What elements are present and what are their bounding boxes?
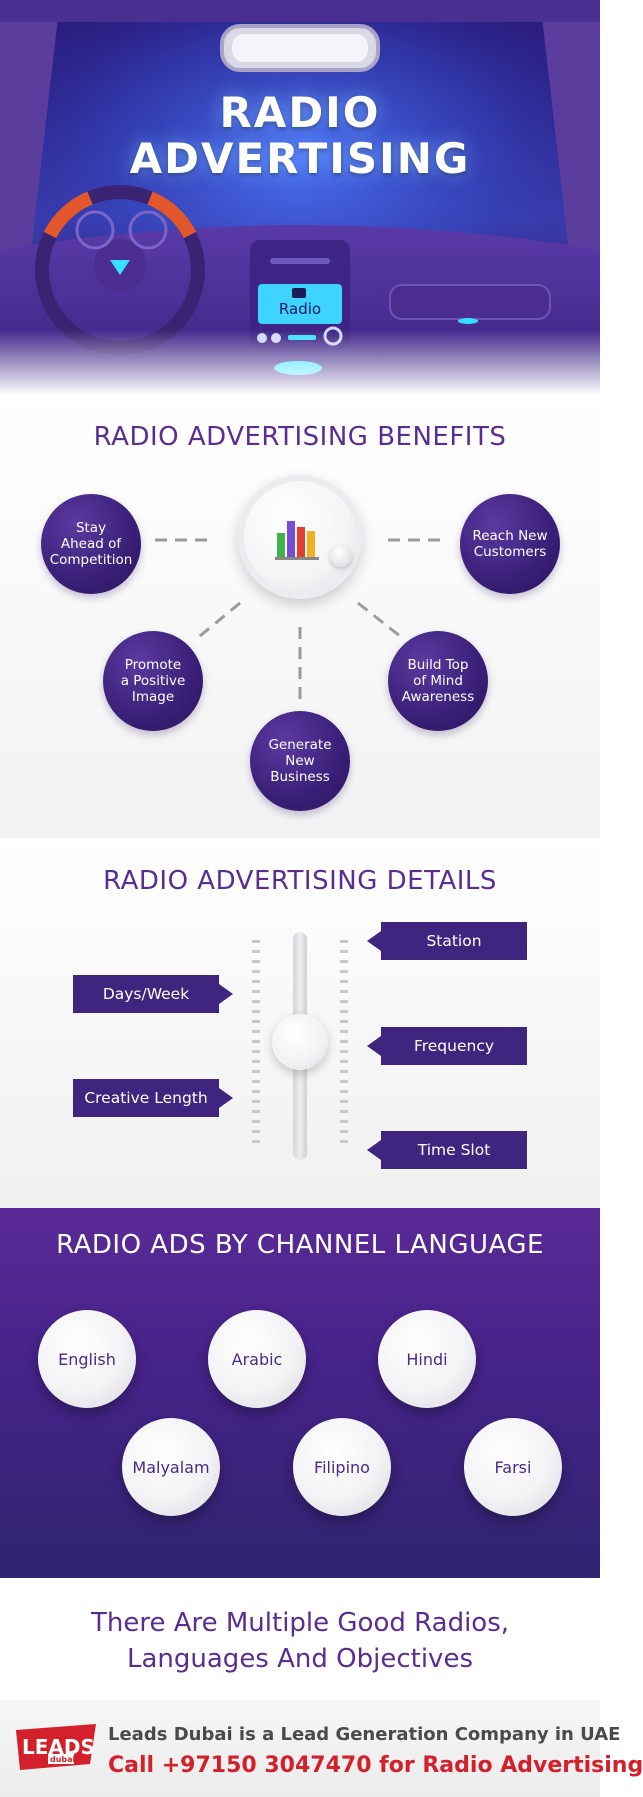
orb-knob bbox=[330, 545, 352, 567]
language-farsi: Farsi bbox=[464, 1418, 562, 1516]
benefit-reach-new-customers: Reach New Customers bbox=[460, 494, 560, 594]
slider-knob bbox=[272, 1014, 328, 1070]
benefit-label: Stay Ahead of Competition bbox=[49, 520, 133, 568]
benefit-label: Reach New Customers bbox=[472, 528, 548, 560]
hero-banner: RADIO ADVERTISING Radio bbox=[0, 0, 600, 395]
benefit-stay-ahead: Stay Ahead of Competition bbox=[41, 494, 141, 594]
bar-chart-icon bbox=[275, 521, 319, 560]
language-malyalam: Malyalam bbox=[122, 1418, 220, 1516]
slider-ticks-left bbox=[252, 940, 260, 1152]
language-arabic: Arabic bbox=[208, 1310, 306, 1408]
language-filipino: Filipino bbox=[293, 1418, 391, 1516]
logo-small-text: dubai bbox=[50, 1755, 76, 1764]
hero-title-line1: RADIO bbox=[219, 88, 381, 137]
benefits-connectors bbox=[155, 538, 448, 700]
benefits-title: RADIO ADVERTISING BENEFITS bbox=[93, 422, 507, 452]
slider-ticks-right bbox=[340, 940, 348, 1152]
languages-title: RADIO ADS BY CHANNEL LANGUAGE bbox=[56, 1230, 544, 1260]
tag-station: Station bbox=[367, 922, 527, 960]
tagline-line1: There Are Multiple Good Radios, bbox=[90, 1608, 510, 1638]
tagline-section: There Are Multiple Good Radios, Language… bbox=[0, 1578, 600, 1700]
benefit-top-of-mind: Build Top of Mind Awareness bbox=[388, 631, 488, 731]
benefit-label: Build Top of Mind Awareness bbox=[401, 657, 475, 705]
language-english: English bbox=[38, 1310, 136, 1408]
benefit-promote-image: Promote a Positive Image bbox=[103, 631, 203, 731]
footer bbox=[0, 1700, 600, 1797]
benefit-label: Promote a Positive Image bbox=[120, 657, 186, 705]
leads-dubai-logo: LEADS dubai bbox=[16, 1724, 96, 1770]
tag-time-slot: Time Slot bbox=[367, 1131, 527, 1169]
language-hindi: Hindi bbox=[378, 1310, 476, 1408]
benefit-label: Generate New Business bbox=[268, 737, 332, 785]
languages-section: RADIO ADS BY CHANNEL LANGUAGE bbox=[0, 1208, 600, 1578]
hero-title-line2: ADVERTISING bbox=[129, 134, 471, 183]
benefit-generate-business: Generate New Business bbox=[250, 711, 350, 811]
footer-call-line[interactable]: Call +97150 3047470 for Radio Advertisin… bbox=[108, 1753, 643, 1778]
car-dashboard-illustration bbox=[0, 0, 600, 395]
details-title: RADIO ADVERTISING DETAILS bbox=[103, 866, 497, 896]
radio-screen-label: Radio bbox=[278, 300, 322, 318]
footer-company-line: Leads Dubai is a Lead Generation Company… bbox=[108, 1724, 621, 1745]
tag-creative-length: Creative Length bbox=[73, 1079, 233, 1117]
tag-days-week: Days/Week bbox=[73, 975, 233, 1013]
tag-frequency: Frequency bbox=[367, 1027, 527, 1065]
tagline-line2: Languages And Objectives bbox=[127, 1644, 473, 1674]
